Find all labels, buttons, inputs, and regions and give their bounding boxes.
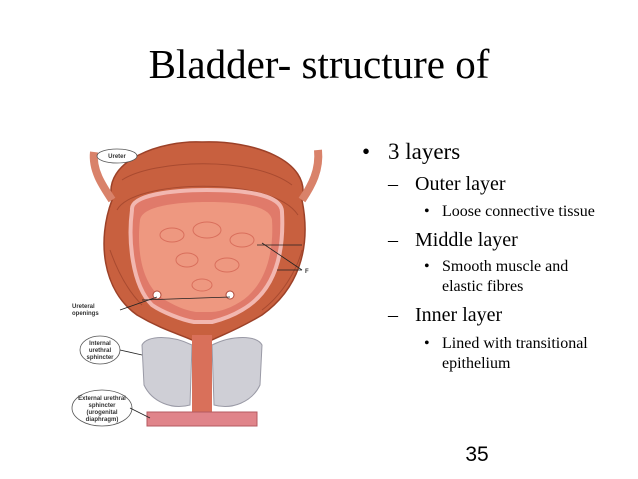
- layer-inner-detail-1: Lined with transitional: [442, 335, 588, 352]
- layer-inner-detail-2: epithelium: [442, 355, 511, 372]
- label-f: F: [305, 269, 309, 275]
- bullet-marker: •: [424, 203, 430, 220]
- dash-marker: –: [388, 173, 398, 195]
- label-external-3: (urogenital: [87, 410, 118, 416]
- bladder-lumen: [138, 202, 273, 312]
- label-ureter: Ureter: [108, 154, 126, 160]
- layer-outer-detail: Loose connective tissue: [442, 203, 595, 220]
- label-external-2: sphincter: [88, 403, 116, 409]
- bullet-marker: •: [424, 258, 430, 275]
- label-ureteral-openings-1: Ureteral: [72, 304, 95, 310]
- dash-marker: –: [388, 229, 398, 251]
- layer-middle-detail-1: Smooth muscle and: [442, 258, 569, 275]
- label-internal-1: Internal: [89, 341, 111, 347]
- bladder-diagram: Ureter F Ureteral openings Internal uret…: [62, 140, 334, 440]
- ureter-right: [298, 149, 323, 203]
- internal-sphincter: [141, 337, 193, 407]
- layer-inner: Inner layer: [415, 304, 503, 326]
- layer-outer: Outer layer: [415, 173, 506, 195]
- label-external-1: External urethral: [78, 396, 126, 402]
- bladder-illustration: Ureter F Ureteral openings Internal uret…: [71, 141, 323, 427]
- label-internal-3: sphincter: [86, 355, 114, 361]
- label-internal-2: urethral: [89, 348, 112, 354]
- bullet-marker: •: [362, 139, 371, 164]
- ureter-left: [89, 151, 116, 203]
- label-external-4: diaphragm): [86, 417, 119, 423]
- layer-middle: Middle layer: [415, 229, 518, 251]
- urethra: [192, 335, 212, 415]
- layer-middle-detail-2: elastic fibres: [442, 278, 524, 295]
- slide-title: Bladder- structure of: [148, 41, 490, 87]
- label-ureteral-openings-2: openings: [72, 311, 99, 317]
- dash-marker: –: [388, 304, 398, 326]
- page-number: 35: [465, 443, 489, 466]
- bullet-main: 3 layers: [388, 139, 461, 164]
- external-sphincter: [146, 411, 258, 427]
- bullet-marker: •: [424, 335, 430, 352]
